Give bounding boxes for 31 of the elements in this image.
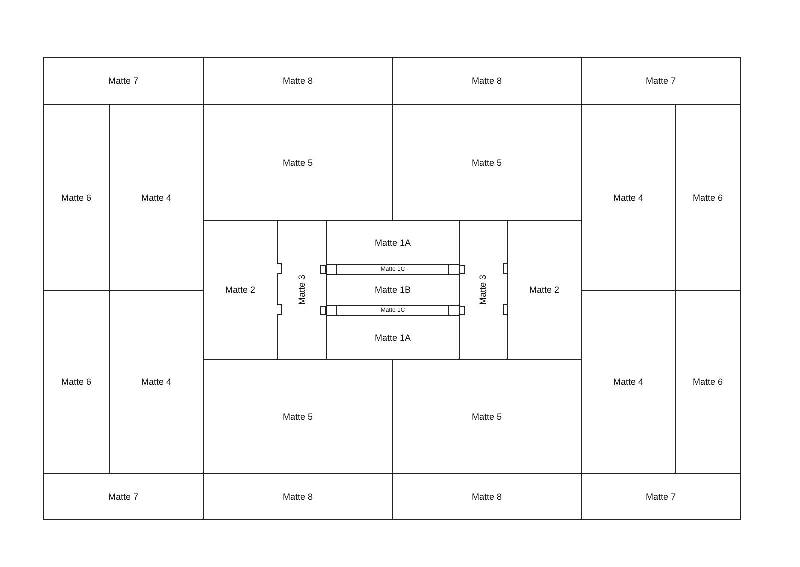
mat-label: Matte 7 (108, 76, 138, 86)
mat-label: Matte 3 (297, 275, 307, 305)
mat-label: Matte 7 (646, 492, 676, 502)
mat-label: Matte 6 (692, 192, 723, 202)
mat-area (43, 57, 204, 105)
mat-label: Matte 8 (282, 76, 313, 86)
mat-label: Matte 4 (613, 377, 644, 387)
mat-label: Matte 7 (646, 76, 676, 86)
mat-area (581, 473, 741, 520)
mat-area (581, 57, 741, 105)
mat-label: Matte 5 (282, 412, 313, 422)
mat-label: Matte 1A (374, 238, 412, 248)
mat-label: Matte 7 (108, 492, 138, 502)
mat-label: Matte 4 (613, 192, 644, 202)
mat-label: Matte 4 (141, 377, 172, 387)
mat-label: Matte 8 (472, 76, 502, 86)
mat-label: Matte 6 (61, 192, 92, 202)
mat-label: Matte 6 (692, 377, 723, 387)
mat-label: Matte 1A (374, 332, 412, 342)
mat-label: Matte 2 (529, 285, 560, 295)
mat-area (43, 473, 204, 520)
mat-label: Matte 8 (472, 492, 502, 502)
mat-label: Matte 5 (472, 158, 502, 168)
mat-label: Matte 5 (472, 412, 502, 422)
mat-label: Matte 5 (282, 158, 313, 168)
mat-label: Matte 8 (282, 492, 313, 502)
mat-label: Matte 1B (374, 285, 412, 295)
mat-label: Matte 3 (478, 275, 488, 305)
mat-label: Matte 6 (61, 377, 92, 387)
mat-label: Matte 4 (141, 192, 172, 202)
mat-label: Matte 2 (225, 285, 256, 295)
